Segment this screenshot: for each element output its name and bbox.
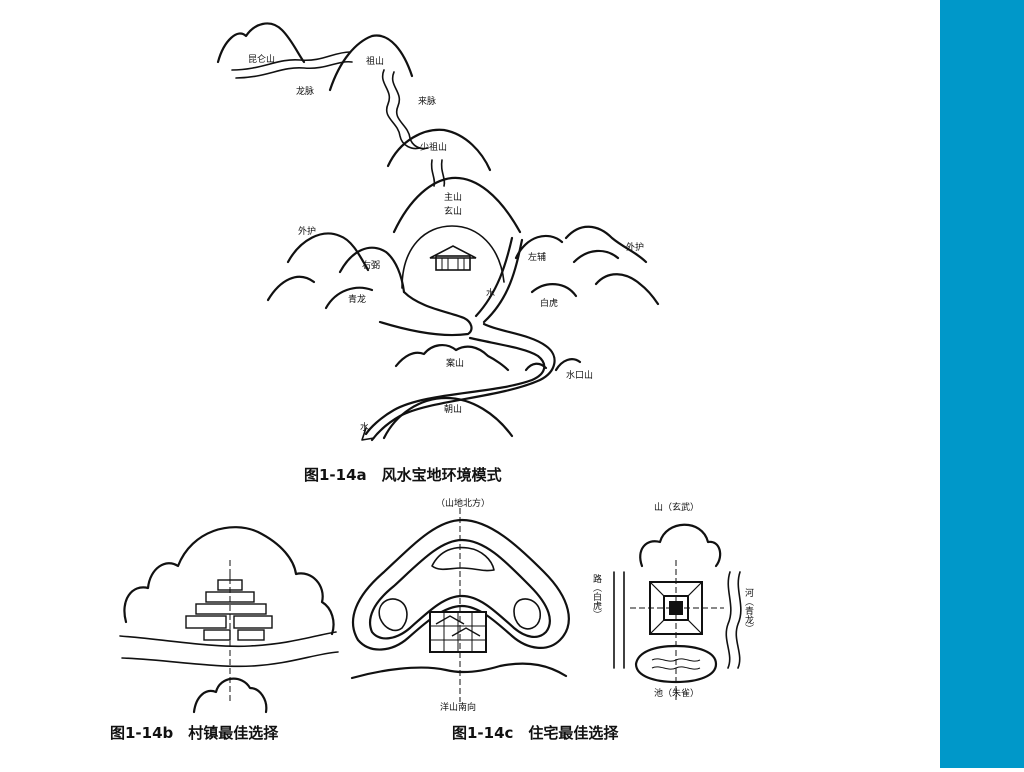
label-xuanshan: 玄山 xyxy=(444,205,462,217)
label-youbi: 右弼 xyxy=(362,259,380,271)
river-line-2 xyxy=(735,571,742,669)
right-pond xyxy=(513,598,541,630)
label-d-left: 路（白虎） xyxy=(591,573,602,619)
river-lower-2 xyxy=(364,336,546,436)
village-mountain xyxy=(123,526,335,636)
label-shuikoushan: 水口山 xyxy=(566,369,593,381)
inner-embrace xyxy=(401,225,505,289)
label-baihu: 白虎 xyxy=(540,297,558,309)
label-zhushan: 主山 xyxy=(444,191,462,203)
village-river-2 xyxy=(121,651,339,668)
dragon-vein-2 xyxy=(391,71,429,150)
ridge-line xyxy=(231,51,351,71)
figure-b-caption: 图1-14b 村镇最佳选择 xyxy=(110,724,279,742)
guardian-mountain xyxy=(639,523,722,568)
zushan-mountain xyxy=(328,34,414,92)
label-d-right: 河（青龙） xyxy=(743,587,754,633)
label-zuofu: 左辅 xyxy=(528,251,546,263)
label-d-top: 山（玄武） xyxy=(654,501,699,513)
figure-d-diagram: 山（玄武） 路（白虎） 河（青龙） 池（朱雀） xyxy=(591,501,754,700)
baihu-hill xyxy=(530,283,578,298)
house-grid-icon xyxy=(429,611,487,653)
pond-wave xyxy=(651,658,701,662)
qinglong-hill xyxy=(324,286,374,310)
village-front-hill xyxy=(192,677,268,714)
outer-guard-right-1 xyxy=(564,225,648,264)
outer-guard-right-2 xyxy=(572,249,620,264)
arrow-icon xyxy=(361,427,375,441)
shuikoushan-hill-2 xyxy=(524,362,548,372)
kunlun-mountain xyxy=(216,22,306,64)
label-waihu-right: 外护 xyxy=(626,241,644,253)
label-shui: 水 xyxy=(486,287,495,299)
label-d-bottom: 池（朱雀） xyxy=(654,687,699,699)
anshan-mountain xyxy=(394,344,510,372)
label-longmai: 龙脉 xyxy=(296,85,314,97)
left-pond xyxy=(378,598,408,632)
river-lower xyxy=(370,322,556,442)
outer-guard-left-1 xyxy=(266,275,316,302)
youbi-mountain xyxy=(338,246,406,294)
label-water-end: 水 xyxy=(360,421,369,433)
label-waihu-left: 外护 xyxy=(298,225,316,237)
river-upper-right-2 xyxy=(482,238,524,324)
outer-guard-left-2 xyxy=(286,232,370,272)
figure-c-caption: 图1-14c 住宅最佳选择 xyxy=(452,724,619,742)
chaoshan-mountain xyxy=(382,396,514,440)
river-line-1 xyxy=(725,571,732,669)
front-river xyxy=(350,662,568,680)
label-c-bottom: 洋山南向 xyxy=(440,701,476,713)
village-river xyxy=(119,631,337,648)
accent-sidebar xyxy=(940,0,1024,768)
figure-a-caption: 图1-14a 风水宝地环境模式 xyxy=(304,466,502,484)
label-zushan: 祖山 xyxy=(366,55,384,67)
vein-down xyxy=(430,159,436,187)
label-shaozushan: 少祖山 xyxy=(420,141,447,153)
house-icon xyxy=(429,245,477,271)
dragon-vein xyxy=(381,69,421,150)
figure-b-diagram: 图1-14b 村镇最佳选择 xyxy=(110,526,339,742)
outer-guard-right-3 xyxy=(594,273,660,306)
label-chaoshan: 朝山 xyxy=(444,404,462,415)
label-kunlun: 昆仑山 xyxy=(248,53,275,65)
figure-c-diagram: （山地北方） 洋山南向 图1-14c 住宅最佳选择 xyxy=(350,497,619,742)
label-laimai: 来脉 xyxy=(418,95,436,107)
top-pond xyxy=(431,546,495,572)
label-qinglong: 青龙 xyxy=(348,293,366,305)
vein-down-2 xyxy=(440,159,446,187)
village-buildings-icon xyxy=(185,574,273,641)
river-upper-right xyxy=(474,236,514,318)
shaozushan-mountain xyxy=(386,128,492,172)
main-mountain xyxy=(392,176,522,234)
label-anshan: 案山 xyxy=(446,357,464,369)
figure-a-diagram: 昆仑山 祖山 龙脉 来脉 少祖山 主山 玄山 外护 外护 右弼 左辅 水 青龙 … xyxy=(216,22,660,484)
pond-wave-2 xyxy=(651,666,701,670)
shuikoushan-hill xyxy=(554,358,582,372)
pond-shape xyxy=(634,644,718,684)
label-c-top: （山地北方） xyxy=(436,497,490,509)
river-left-bank xyxy=(378,290,473,337)
ridge-line-2 xyxy=(235,60,353,79)
